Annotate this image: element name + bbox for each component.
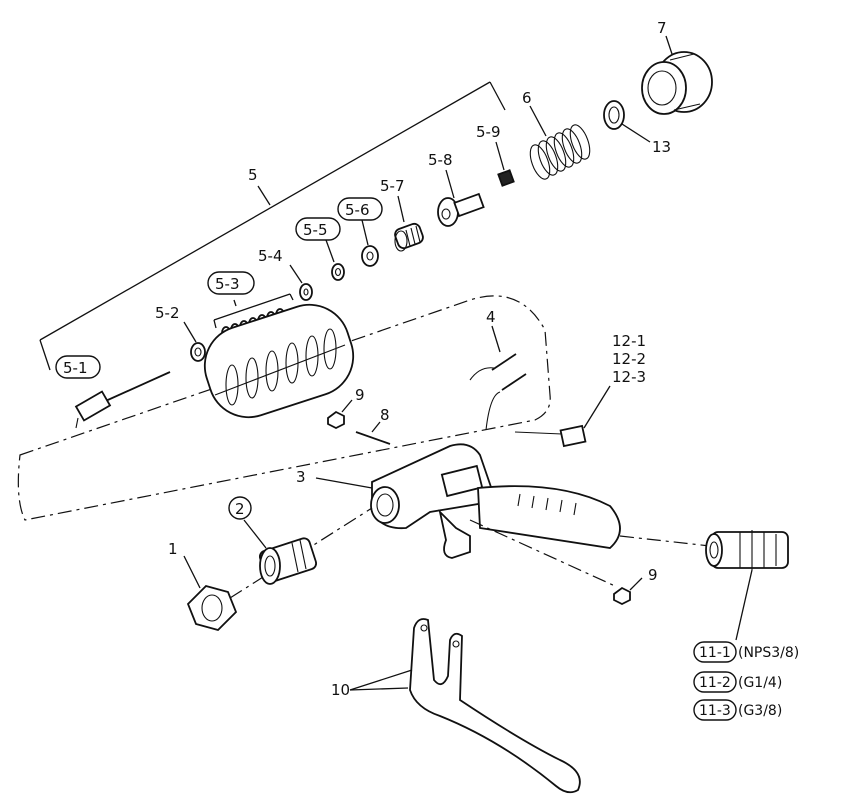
label-5-1: 5-1 <box>63 359 88 377</box>
label-2-circle <box>228 496 252 520</box>
assembly-boundary-dashed <box>17 295 551 521</box>
label-5-7: 5-7 <box>380 177 405 195</box>
label-13: 13 <box>652 138 671 156</box>
magnified-oring-view <box>203 303 355 419</box>
part-5-8-piston <box>437 192 485 227</box>
part-4-pins <box>469 353 527 431</box>
label-5: 5 <box>248 166 258 184</box>
label-9-upper: 9 <box>355 386 365 404</box>
label-5-2: 5-2 <box>155 304 180 322</box>
part-5-9-screw <box>497 169 515 187</box>
label-11-1: 11-1 <box>699 645 731 661</box>
part-9-nut-lower <box>613 586 631 606</box>
label-11-3-spec: (G3/8) <box>738 703 782 719</box>
label-5-5-oval <box>295 217 341 241</box>
label-5-1-oval <box>55 355 101 379</box>
part-11-inlet-fitting <box>705 530 789 570</box>
part-1-nut <box>186 584 238 632</box>
label-5-6-oval <box>337 197 383 221</box>
label-1: 1 <box>168 540 178 558</box>
part-10-hanger <box>409 618 581 794</box>
part-9-nut-upper <box>327 410 345 430</box>
label-10: 10 <box>331 681 350 699</box>
part-2-fitting <box>258 537 318 585</box>
group-5-bracket <box>39 81 506 371</box>
label-2: 2 <box>235 500 245 518</box>
part-5-4-washer <box>299 283 313 301</box>
label-5-5: 5-5 <box>303 221 328 239</box>
label-9-lower: 9 <box>648 566 658 584</box>
label-11-2: 11-2 <box>699 675 731 691</box>
label-7: 7 <box>657 19 667 37</box>
part-5-7-valve-seat <box>394 222 424 252</box>
part-12-label-plate <box>559 424 587 448</box>
label-3: 3 <box>296 468 306 486</box>
label-11-1-oval <box>693 641 737 663</box>
part-8-pin <box>355 431 391 445</box>
label-11-3: 11-3 <box>699 703 731 719</box>
label-5-9: 5-9 <box>476 123 501 141</box>
label-11-2-spec: (G1/4) <box>738 675 782 691</box>
part-5-6-nut <box>361 245 379 267</box>
label-12-1: 12-1 <box>612 332 646 350</box>
label-4: 4 <box>486 308 496 326</box>
part-13-ring <box>603 100 625 130</box>
part-5-1-needle <box>74 371 171 429</box>
label-5-6: 5-6 <box>345 201 370 219</box>
axis-line-right <box>619 535 711 547</box>
label-5-4: 5-4 <box>258 247 283 265</box>
part-5-2-washer <box>190 342 206 362</box>
part-3-gun-body <box>370 443 621 559</box>
label-12-2: 12-2 <box>612 350 646 368</box>
label-12-3: 12-3 <box>612 368 646 386</box>
label-11-3-oval <box>693 699 737 721</box>
part-7-cap <box>641 51 713 115</box>
label-6: 6 <box>522 89 532 107</box>
part-6-spring <box>529 124 591 180</box>
label-5-8: 5-8 <box>428 151 453 169</box>
part-5-5-seal <box>331 263 345 281</box>
label-8: 8 <box>380 406 390 424</box>
label-11-1-spec: (NPS3/8) <box>738 645 799 661</box>
label-5-3-oval <box>207 271 255 295</box>
label-11-2-oval <box>693 671 737 693</box>
label-5-3: 5-3 <box>215 275 240 293</box>
